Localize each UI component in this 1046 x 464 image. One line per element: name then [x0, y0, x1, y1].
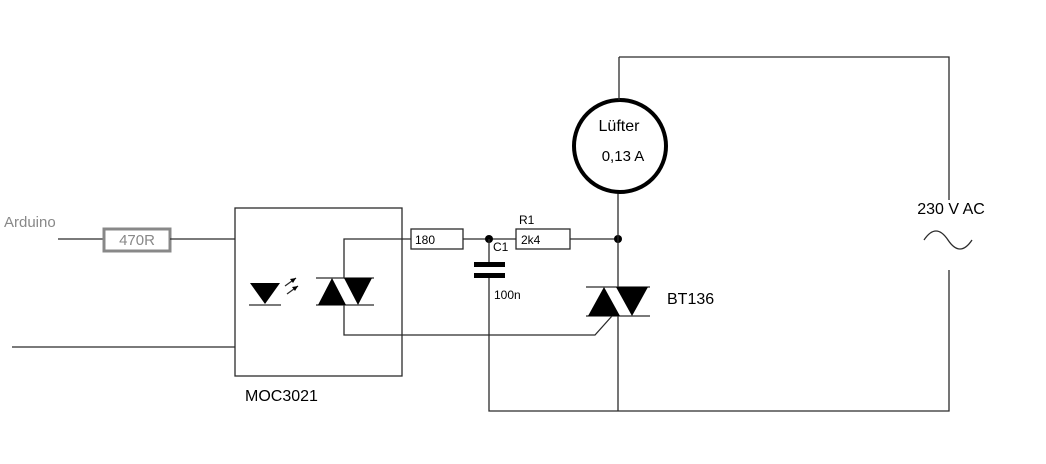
fan-motor-icon — [572, 98, 668, 194]
resistor-470r: 470R — [102, 227, 172, 253]
supply-label: 230 V AC — [917, 201, 985, 218]
r1-value-label: 2k4 — [521, 233, 541, 247]
fan-name-label: Lüfter — [599, 118, 641, 135]
resistor-r1: 2k4 — [515, 228, 571, 250]
resistor-180-label: 180 — [415, 233, 435, 247]
opto-top-wire — [343, 238, 411, 278]
ac-sine-icon — [923, 230, 973, 250]
supply-gap — [905, 200, 995, 270]
capacitor-c1-icon — [474, 262, 505, 278]
fan-current-label: 0,13 A — [602, 148, 645, 165]
r1-ref-label: R1 — [519, 213, 535, 227]
mains-loop-wire — [618, 56, 950, 412]
arduino-label: Arduino — [4, 214, 56, 231]
gate-wire — [343, 305, 613, 336]
c1-bottom-wire — [488, 278, 618, 412]
opto-triac-icon — [316, 277, 374, 306]
c1-value-label: 100n — [494, 288, 521, 302]
resistor-180: 180 — [410, 228, 464, 250]
led-emitter-icon — [249, 277, 299, 306]
bt136-label: BT136 — [667, 291, 714, 308]
triac-bt136-icon — [586, 286, 650, 317]
resistor-470r-label: 470R — [119, 232, 155, 249]
moc3021-label: MOC3021 — [245, 388, 318, 405]
led-cathode-wire — [12, 305, 266, 348]
c1-ref-label: C1 — [493, 240, 509, 254]
